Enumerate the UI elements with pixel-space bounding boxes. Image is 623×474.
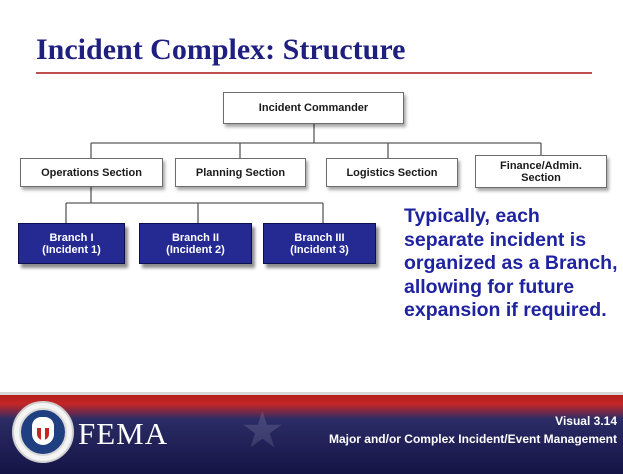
slide-title: Incident Complex: Structure: [36, 33, 406, 66]
logistics-section-box: Logistics Section: [326, 158, 458, 187]
branch-1-box: Branch I (Incident 1): [18, 223, 125, 264]
planning-section-box: Planning Section: [175, 158, 306, 187]
footer-top-border: [0, 392, 623, 395]
dhs-seal-icon: [12, 401, 74, 463]
title-underline: [36, 72, 592, 74]
fema-logo-text: FEMA: [78, 416, 169, 451]
branch-3-box: Branch III (Incident 3): [263, 223, 376, 264]
org-chart-connectors: [65, 124, 542, 223]
visual-number: Visual 3.14: [555, 414, 617, 428]
footer-banner: ★ FEMA Visual 3.14 Major and/or Complex …: [0, 395, 623, 474]
branch-explanation-text: Typically, each separate incident is org…: [404, 205, 618, 321]
branch-2-box: Branch II (Incident 2): [139, 223, 252, 264]
course-title: Major and/or Complex Incident/Event Mana…: [328, 432, 617, 446]
operations-section-box: Operations Section: [20, 158, 163, 187]
finance-admin-section-box: Finance/Admin. Section: [475, 155, 607, 188]
incident-commander-box: Incident Commander: [223, 92, 404, 124]
